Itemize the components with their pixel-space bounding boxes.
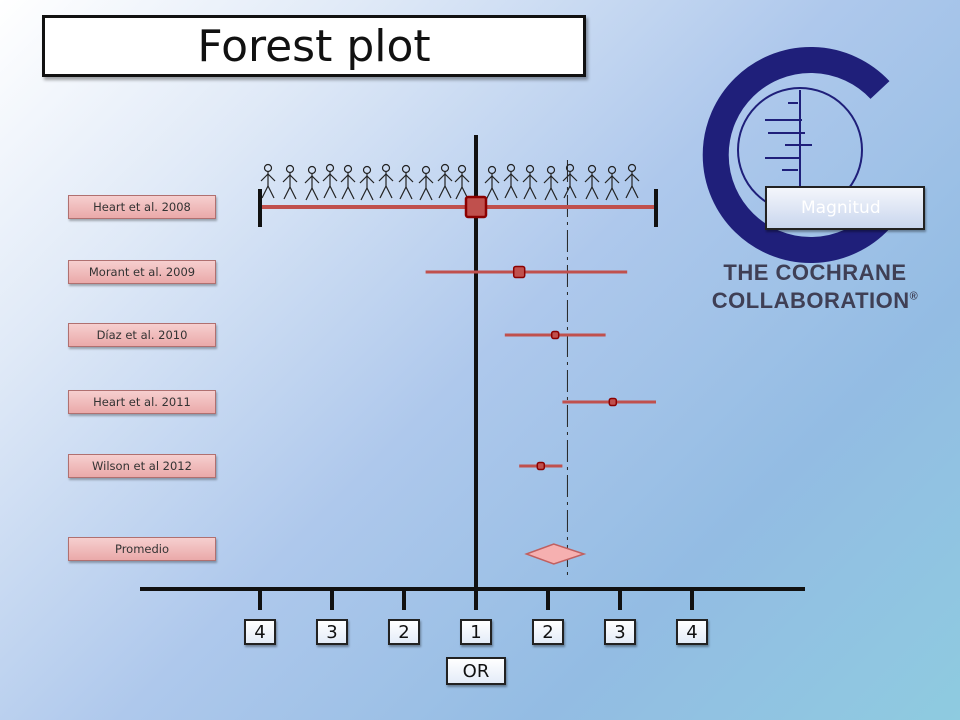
cochrane-logo <box>702 47 890 263</box>
or-axis-label: OR <box>446 657 506 685</box>
person-icon <box>454 164 470 200</box>
person-icon <box>322 163 338 199</box>
page-title: Forest plot <box>197 20 431 72</box>
or-axis-label-text: OR <box>462 660 490 682</box>
summary-diamond <box>524 543 587 565</box>
person-icon <box>398 164 414 200</box>
person-icon <box>359 165 375 201</box>
tick-label: 4 <box>676 619 708 645</box>
tick-label: 3 <box>316 619 348 645</box>
person-icon <box>437 163 453 199</box>
study-label: Heart et al. 2011 <box>68 390 216 414</box>
point-estimate <box>608 397 618 407</box>
tick-label: 4 <box>244 619 276 645</box>
person-icon <box>522 164 538 200</box>
study-label: Heart et al. 2008 <box>68 195 216 219</box>
tick-label: 3 <box>604 619 636 645</box>
magnitude-box: Magnitud <box>765 186 925 230</box>
study-label: Morant et al. 2009 <box>68 260 216 284</box>
person-icon <box>604 165 620 201</box>
person-icon <box>562 163 578 199</box>
tick-label: 1 <box>460 619 492 645</box>
logo-ring <box>702 47 890 263</box>
point-estimate <box>536 461 546 471</box>
person-icon <box>282 164 298 200</box>
person-icon <box>624 163 640 199</box>
logo-text-line2-main: COLLABORATION <box>711 288 910 313</box>
point-estimate <box>550 330 560 340</box>
person-icon <box>260 163 276 199</box>
tick-label: 2 <box>388 619 420 645</box>
person-icon <box>304 165 320 201</box>
point-estimate <box>512 265 526 279</box>
point-estimate <box>464 195 488 219</box>
person-icon <box>543 165 559 201</box>
people-icons <box>260 163 640 201</box>
study-label: Díaz et al. 2010 <box>68 323 216 347</box>
person-icon <box>584 164 600 200</box>
person-icon <box>418 165 434 201</box>
summary-label: Promedio <box>68 537 216 561</box>
logo-text-line1: THE COCHRANE <box>723 260 907 285</box>
logo-text-line2: COLLABORATION® <box>690 288 940 314</box>
tick-label: 2 <box>532 619 564 645</box>
title-box: Forest plot <box>42 15 586 77</box>
person-icon <box>378 163 394 199</box>
logo-registered-mark: ® <box>909 290 919 303</box>
person-icon <box>484 165 500 201</box>
magnitude-label: Magnitud <box>801 198 881 218</box>
person-icon <box>503 163 519 199</box>
person-icon <box>340 164 356 200</box>
study-label: Wilson et al 2012 <box>68 454 216 478</box>
studies-layer <box>258 189 658 565</box>
